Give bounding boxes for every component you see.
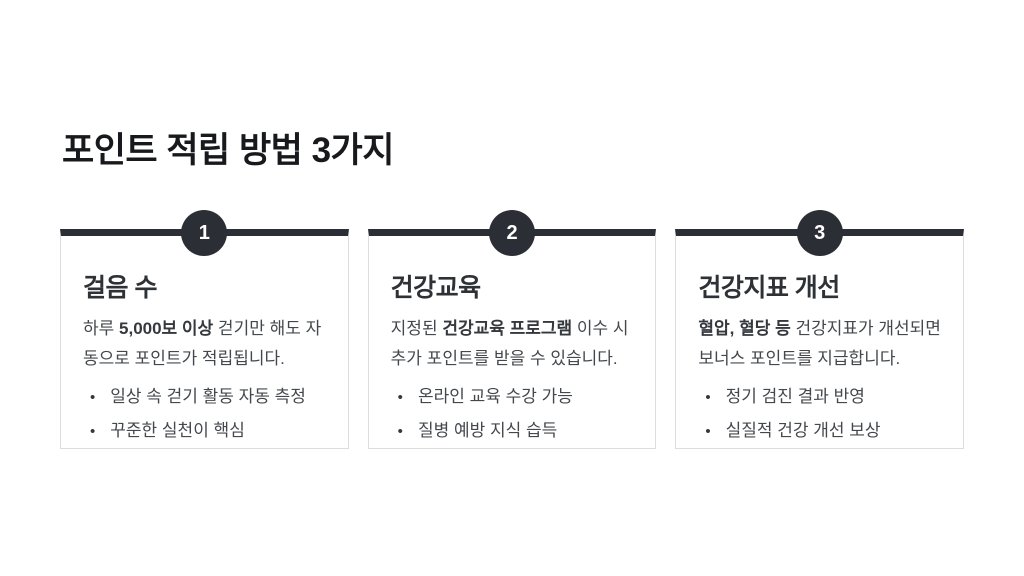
card-heading: 건강지표 개선 (698, 274, 840, 302)
description-text: 이수 시 추가 포인트를 받을 수 있습니다. (390, 319, 629, 368)
bullet-list: • 온라인 교육 수강 가능 • 질병 예방 지식 습득 (391, 380, 634, 448)
description-emphasis: 건강교육 프로그램 (442, 319, 573, 338)
card-step-1: 1 걸음 수 하루 5,000보 이상 걷기만 해도 자동으로 포인트가 적립됩… (60, 210, 349, 449)
step-number-badge: 2 (489, 210, 535, 256)
card-description: 혈압, 혈당 등 건강지표가 개선되면 보너스 포인트를 지급합니다. (698, 314, 941, 374)
card-step-2: 2 건강교육 지정된 건강교육 프로그램 이수 시 추가 포인트를 받을 수 있… (367, 210, 657, 449)
list-item: • 꾸준한 실천이 핵심 (83, 414, 326, 448)
bullet-text: 꾸준한 실천이 핵심 (110, 421, 245, 440)
card-description: 하루 5,000보 이상 걷기만 해도 자동으로 포인트가 적립됩니다. (83, 314, 326, 374)
list-item: • 일상 속 걷기 활동 자동 측정 (83, 380, 326, 414)
list-item: • 정기 검진 결과 반영 (698, 380, 941, 414)
step-number: 3 (814, 221, 826, 244)
bullet-dot-icon: • (397, 389, 403, 406)
bullet-list: • 일상 속 걷기 활동 자동 측정 • 꾸준한 실천이 핵심 (83, 380, 326, 448)
page-title: 포인트 적립 방법 3가지 (62, 131, 394, 170)
card-step-3: 3 건강지표 개선 혈압, 혈당 등 건강지표가 개선되면 보너스 포인트를 지… (675, 210, 965, 449)
bullet-dot-icon: • (90, 423, 96, 440)
bullet-text: 일상 속 걷기 활동 자동 측정 (110, 387, 306, 406)
step-number: 1 (198, 221, 210, 244)
description-text: 하루 (83, 319, 120, 338)
description-text: 걷기만 해도 자동으로 포인트가 적립됩니다. (83, 319, 322, 368)
step-number-badge: 3 (796, 210, 843, 256)
bullet-text: 정기 검진 결과 반영 (725, 387, 865, 406)
card-heading: 건강교육 (390, 274, 482, 302)
card-description: 지정된 건강교육 프로그램 이수 시 추가 포인트를 받을 수 있습니다. (391, 314, 634, 374)
bullet-text: 온라인 교육 수강 가능 (417, 387, 573, 406)
card-heading: 걸음 수 (83, 274, 157, 302)
step-number: 2 (506, 221, 518, 244)
bullet-text: 질병 예방 지식 습득 (417, 421, 558, 440)
bullet-dot-icon: • (397, 423, 403, 440)
list-item: • 질병 예방 지식 습득 (391, 414, 634, 448)
step-number-badge: 1 (181, 210, 228, 256)
list-item: • 온라인 교육 수강 가능 (391, 380, 634, 414)
cards-row: 1 걸음 수 하루 5,000보 이상 걷기만 해도 자동으로 포인트가 적립됩… (60, 210, 965, 449)
description-emphasis: 혈압, 혈당 등 (698, 319, 791, 338)
bullet-dot-icon: • (90, 389, 96, 406)
bullet-dot-icon: • (705, 389, 711, 406)
description-text: 건강지표가 개선되면 보너스 포인트를 지급합니다. (698, 319, 941, 368)
description-text: 지정된 (390, 319, 443, 338)
description-emphasis: 5,000보 이상 (119, 319, 214, 338)
bullet-list: • 정기 검진 결과 반영 • 실질적 건강 개선 보상 (698, 380, 941, 448)
bullet-dot-icon: • (705, 423, 711, 440)
bullet-text: 실질적 건강 개선 보상 (725, 421, 881, 440)
list-item: • 실질적 건강 개선 보상 (698, 414, 941, 448)
